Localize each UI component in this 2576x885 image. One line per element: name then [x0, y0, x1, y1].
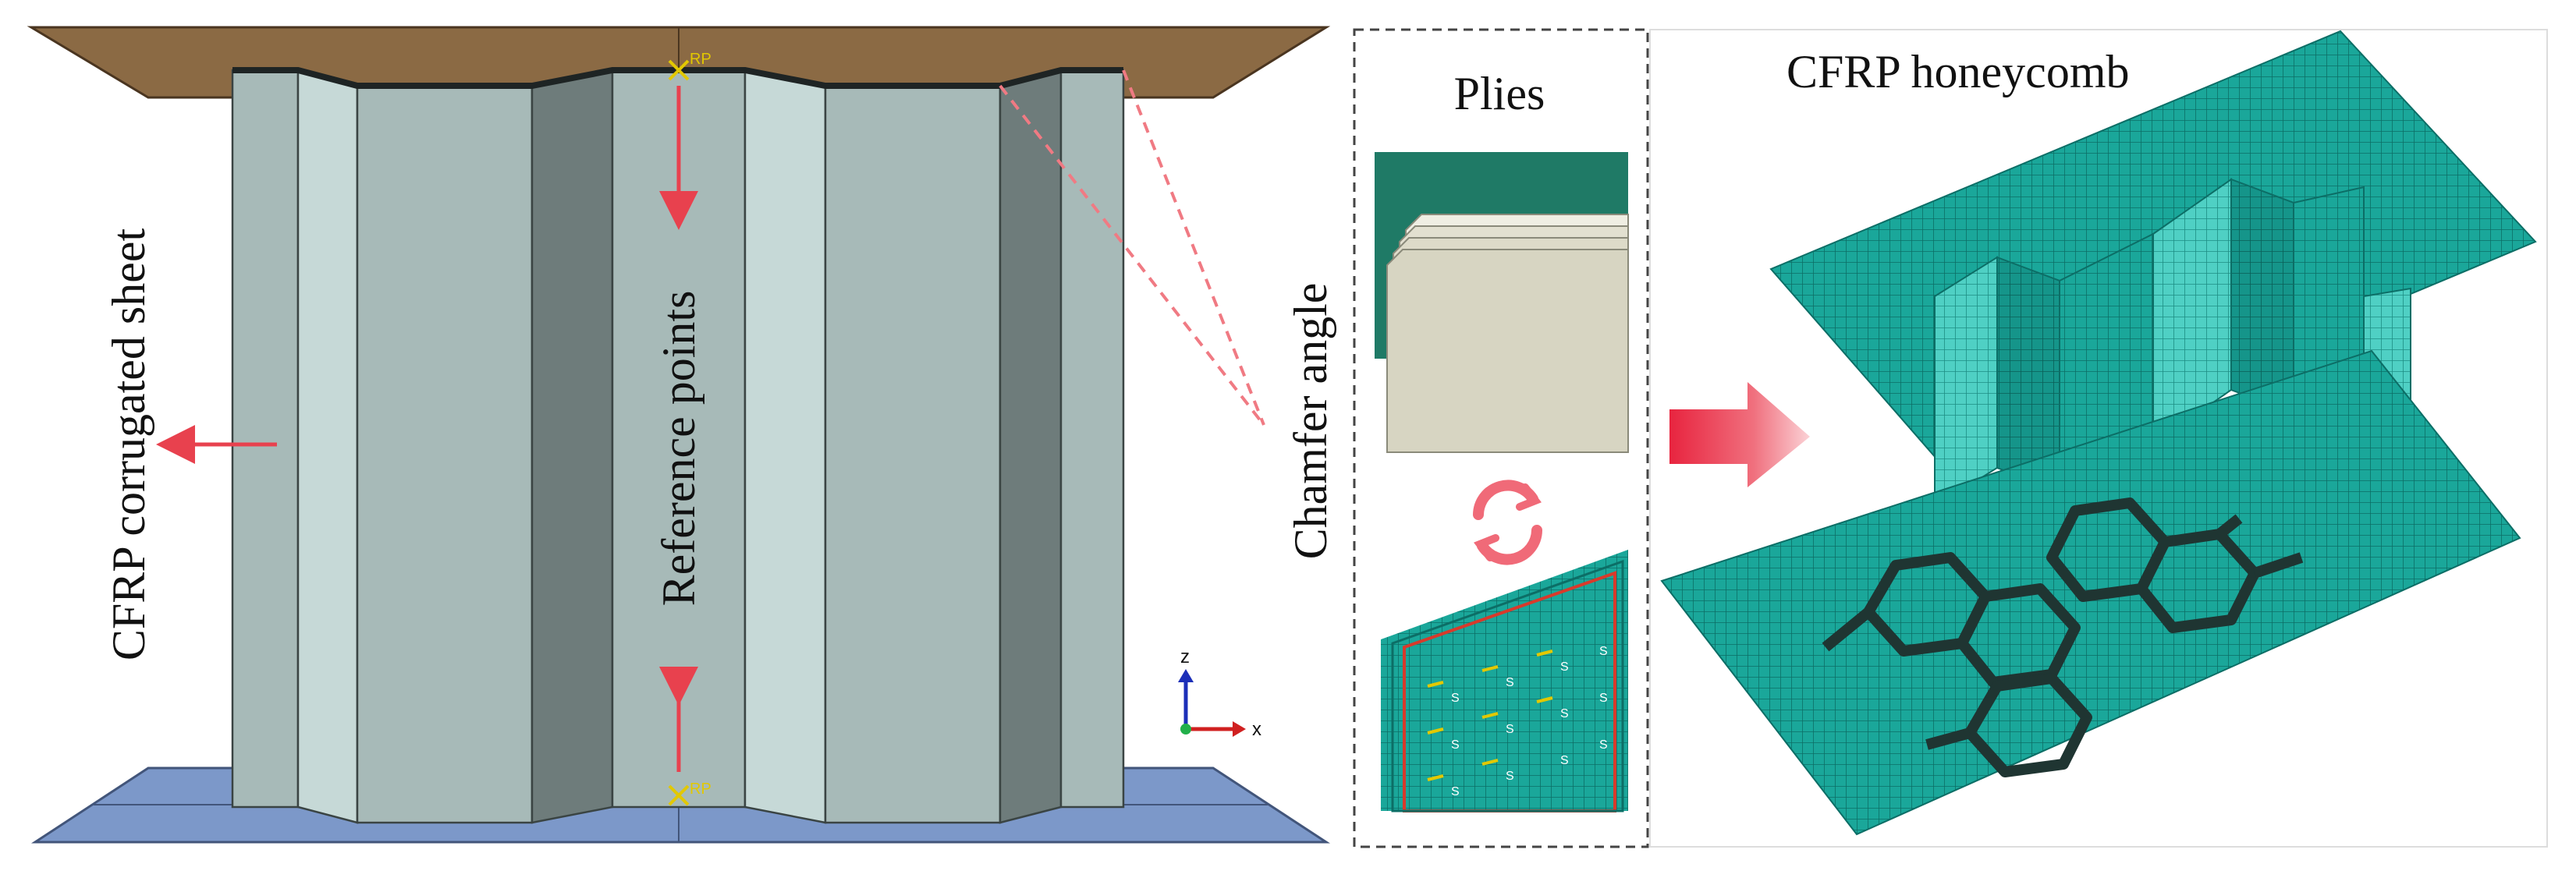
chamfer-dash-2: [1122, 69, 1265, 426]
plies-panel: Plies S S S S S S S S S S S S: [1353, 28, 1649, 848]
ply-orientation-markers: S S S S S S S S S S S S: [1451, 645, 1608, 798]
label-corrugated-sheet: CFRP corrugated sheet: [103, 228, 154, 660]
svg-text:S: S: [1599, 738, 1608, 752]
axis-triad: z x: [1178, 646, 1261, 740]
refresh-cycle-icon: [1473, 480, 1542, 565]
chamfer-dash-1: [999, 84, 1265, 427]
rp-top-label: RP: [690, 51, 711, 68]
rp-bottom-label: RP: [690, 781, 711, 798]
label-plies: Plies: [1454, 68, 1545, 119]
label-honeycomb: CFRP honeycomb: [1787, 46, 2129, 97]
svg-text:S: S: [1560, 754, 1569, 767]
corrugated-panels: [231, 69, 1125, 824]
label-reference-points: Reference points: [653, 291, 704, 607]
plies-panel-border: [1353, 28, 1649, 848]
axis-z-label: z: [1180, 646, 1190, 667]
svg-text:S: S: [1560, 707, 1569, 720]
svg-text:S: S: [1599, 692, 1608, 705]
svg-text:S: S: [1560, 660, 1569, 674]
ply-stack: [1375, 152, 1629, 453]
svg-text:S: S: [1506, 676, 1514, 689]
corrugated-model: RP RP z x CFRP corrugated sheet Referenc…: [27, 26, 1331, 844]
svg-text:S: S: [1506, 723, 1514, 736]
svg-text:S: S: [1451, 692, 1460, 705]
label-chamfer-angle: Chamfer angle: [1285, 283, 1336, 560]
axis-x-label: x: [1252, 719, 1261, 740]
ply-mesh-detail: S S S S S S S S S S S S: [1381, 550, 1628, 812]
svg-text:S: S: [1451, 785, 1460, 798]
svg-text:S: S: [1506, 770, 1514, 783]
svg-text:S: S: [1451, 738, 1460, 752]
big-right-arrow-icon: [1669, 382, 1810, 487]
honeycomb-core: [1934, 178, 2411, 508]
reference-point-bottom: RP: [668, 781, 711, 806]
hexagon-traces: [1822, 497, 2304, 777]
svg-text:S: S: [1599, 645, 1608, 658]
honeycomb-panel-border: [1649, 29, 2548, 848]
reference-point-top: RP: [668, 51, 711, 81]
honeycomb-panel: CFRP honeycomb: [1649, 29, 2548, 848]
